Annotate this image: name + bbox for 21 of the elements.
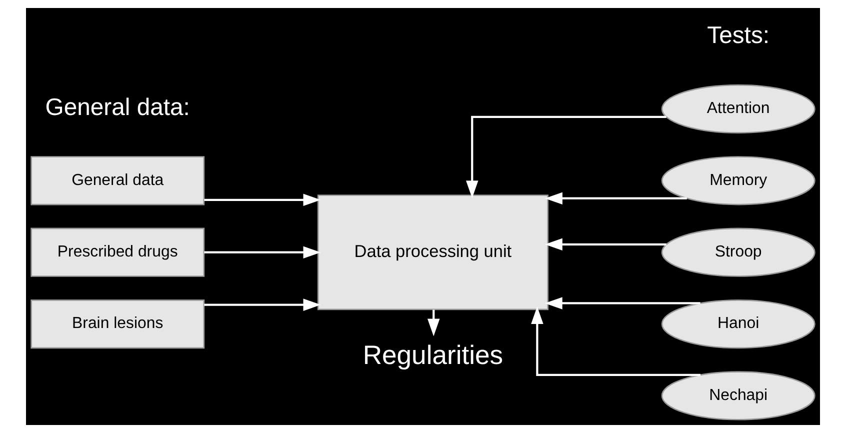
arrow — [204, 194, 321, 206]
arrow — [427, 310, 440, 336]
arrow — [544, 238, 666, 251]
node-box: Prescribed drugs — [30, 228, 205, 277]
arrow — [531, 306, 700, 376]
node-ellipse: Nechapi — [661, 371, 816, 420]
node-box: General data — [30, 156, 205, 206]
node-ellipse: Stroop — [661, 228, 816, 277]
label: General data: — [45, 94, 190, 121]
arrow — [466, 116, 666, 198]
arrow — [204, 246, 321, 258]
arrow — [204, 298, 321, 311]
node-text: Regularities — [362, 340, 504, 370]
node-ellipse: Attention — [661, 84, 816, 134]
node-ellipse: Hanoi — [661, 299, 816, 349]
node-box: Brain lesions — [30, 299, 205, 349]
arrow — [544, 297, 700, 310]
node-box: Data processing unit — [317, 194, 548, 310]
label: Tests: — [707, 22, 770, 50]
node-ellipse: Memory — [661, 156, 816, 206]
arrow — [544, 192, 687, 204]
